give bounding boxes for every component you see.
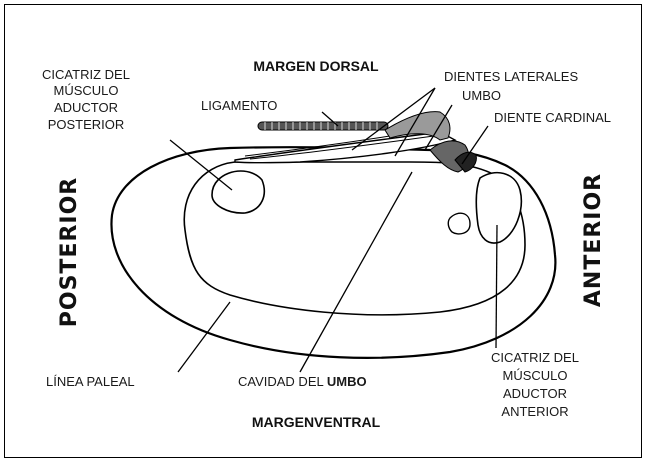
leader-lateral-teeth-2 [394,87,436,157]
hinge-line-2 [249,133,449,160]
ant-adductor-label-4: ANTERIOR [501,404,568,419]
leader-lines [169,87,498,373]
leader-cardinal [461,125,489,165]
ant-adductor-label-1: CICATRIZ DEL [491,350,579,365]
leader-umbo [424,104,453,151]
leader-pallial [177,301,231,373]
leader-umbo-cavity [299,171,413,373]
pallial-line-label: LÍNEA PALEAL [46,374,135,389]
umbo-cavity-label-bold: UMBO [327,374,367,389]
anterior-adductor-scar [475,171,523,244]
ant-adductor-label-2: MÚSCULO [502,368,567,383]
ligament-shape [257,121,389,131]
ventral-margin-label: MARGENVENTRAL [252,414,381,430]
lateral-teeth-shape [384,111,451,141]
dorsal-margin-label: MARGEN DORSAL [253,58,379,74]
post-adductor-label-2: MÚSCULO [53,83,118,98]
diagram-frame [4,4,642,458]
lateral-teeth-label: DIENTES LATERALES [444,69,578,84]
ligament-label: LIGAMENTO [201,98,277,113]
leader-post-adductor [169,139,233,191]
posterior-label: POSTERIOR [57,177,82,327]
post-adductor-label-1: CICATRIZ DEL [42,67,130,82]
umbo-cavity-label: CAVIDAD DEL UMBO [238,374,367,389]
ant-adductor-label-3: ADUCTOR [503,386,567,401]
leader-lateral-teeth-1 [351,87,436,151]
post-adductor-label-3: ADUCTOR [54,100,118,115]
post-adductor-label-4: POSTERIOR [48,117,125,132]
umbo-label: UMBO [462,88,501,103]
cardinal-tooth-label: DIENTE CARDINAL [494,110,611,125]
umbo-cavity-label-prefix: CAVIDAD DEL [238,374,327,389]
anterior-label: ANTERIOR [581,173,606,307]
pedal-scar [447,212,471,235]
ligament-hatching [264,122,378,130]
leader-ant-adductor [495,224,498,349]
cardinal-tooth-shape [454,151,477,173]
leader-ligament [321,111,339,127]
posterior-adductor-scar [211,170,266,214]
